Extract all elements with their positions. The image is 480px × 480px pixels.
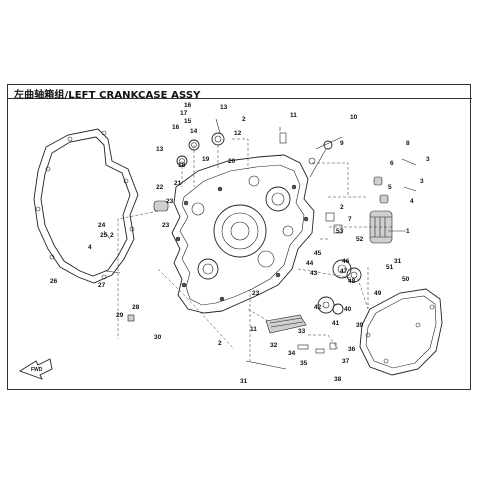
callout-10: 10 [350, 114, 358, 121]
callout-45: 45 [314, 250, 322, 257]
callout-38: 38 [334, 376, 342, 383]
callout-4b: 4 [88, 244, 92, 251]
callout-23c: 23 [252, 290, 260, 297]
callout-19: 19 [202, 156, 210, 163]
callout-7: 7 [348, 216, 352, 223]
callout-2: 2 [242, 116, 246, 123]
callout-11: 11 [290, 112, 297, 119]
callout-30: 30 [154, 334, 162, 341]
callout-6: 6 [390, 160, 394, 167]
callout-12: 12 [234, 130, 242, 137]
callout-3b: 3 [420, 178, 424, 185]
callout-34: 34 [288, 350, 296, 357]
callout-16: 16 [184, 102, 192, 109]
callout-14: 14 [190, 128, 198, 135]
right-cover-gasket [359, 288, 443, 376]
callout-9: 9 [340, 140, 344, 147]
callout-53: 53 [336, 228, 344, 235]
callout-21: 21 [174, 180, 182, 187]
callout-49: 49 [374, 290, 382, 297]
callout-25: 25 [100, 232, 108, 239]
callout-36: 36 [348, 346, 356, 353]
callout-24: 24 [98, 222, 106, 229]
callout-13b: 13 [156, 146, 164, 153]
diagram-sheet: 左曲轴箱组/LEFT CRANKCASE ASSY [7, 84, 472, 390]
callout-52: 52 [356, 236, 364, 243]
callout-32: 32 [270, 342, 278, 349]
callout-23b: 23 [162, 222, 170, 229]
crankcase-body [171, 154, 315, 314]
oil-pump-gears [317, 259, 362, 314]
callout-51: 51 [386, 264, 394, 271]
callout-13: 13 [220, 104, 228, 111]
callout-35: 35 [300, 360, 308, 367]
callout-29: 29 [116, 312, 124, 319]
callout-40: 40 [344, 306, 352, 313]
callout-4: 4 [410, 198, 414, 205]
callout-3: 3 [426, 156, 430, 163]
callout-41: 41 [332, 320, 340, 327]
left-gasket [33, 128, 139, 284]
callout-23: 23 [166, 198, 174, 205]
callout-5: 5 [388, 184, 392, 191]
callout-2b: 2 [340, 204, 344, 211]
callout-2d: 2 [218, 340, 222, 347]
callout-42: 42 [314, 304, 322, 311]
oil-strainer [265, 314, 307, 334]
callout-26: 26 [50, 278, 58, 285]
fwd-label: FWD [31, 367, 43, 373]
callout-44: 44 [306, 260, 314, 267]
diagram-title: 左曲轴箱组/LEFT CRANKCASE ASSY [14, 90, 201, 101]
callout-33: 33 [298, 328, 306, 335]
callout-48: 48 [348, 278, 356, 285]
callout-39: 39 [356, 322, 364, 329]
callout-labels: 16 17 13 11 10 2 16 15 12 14 9 13 18 19 … [50, 102, 430, 385]
callout-1: 1 [406, 228, 410, 235]
callout-27: 27 [98, 282, 106, 289]
callout-31b: 31 [240, 378, 248, 385]
fwd-arrow: FWD [18, 358, 53, 380]
exploded-view-drawing: 16 17 13 11 10 2 16 15 12 14 9 13 18 19 … [18, 102, 443, 385]
callout-2c: 2 [110, 232, 114, 239]
callout-46: 46 [342, 258, 350, 265]
title-bar: 左曲轴箱组/LEFT CRANKCASE ASSY [8, 85, 472, 101]
callout-22: 22 [156, 184, 164, 191]
callout-15: 15 [184, 118, 192, 125]
callout-43: 43 [310, 270, 318, 277]
callout-20: 20 [228, 158, 236, 165]
callout-18: 18 [178, 162, 186, 169]
callout-28: 28 [132, 304, 140, 311]
callout-11b: 11 [250, 326, 257, 333]
callout-50: 50 [402, 276, 410, 283]
callout-17: 17 [180, 110, 188, 117]
leader-lines [117, 118, 406, 361]
callout-31: 31 [394, 258, 402, 265]
callout-37: 37 [342, 358, 350, 365]
callout-16b: 16 [172, 124, 180, 131]
callout-47: 47 [340, 268, 348, 275]
callout-8: 8 [406, 140, 410, 147]
